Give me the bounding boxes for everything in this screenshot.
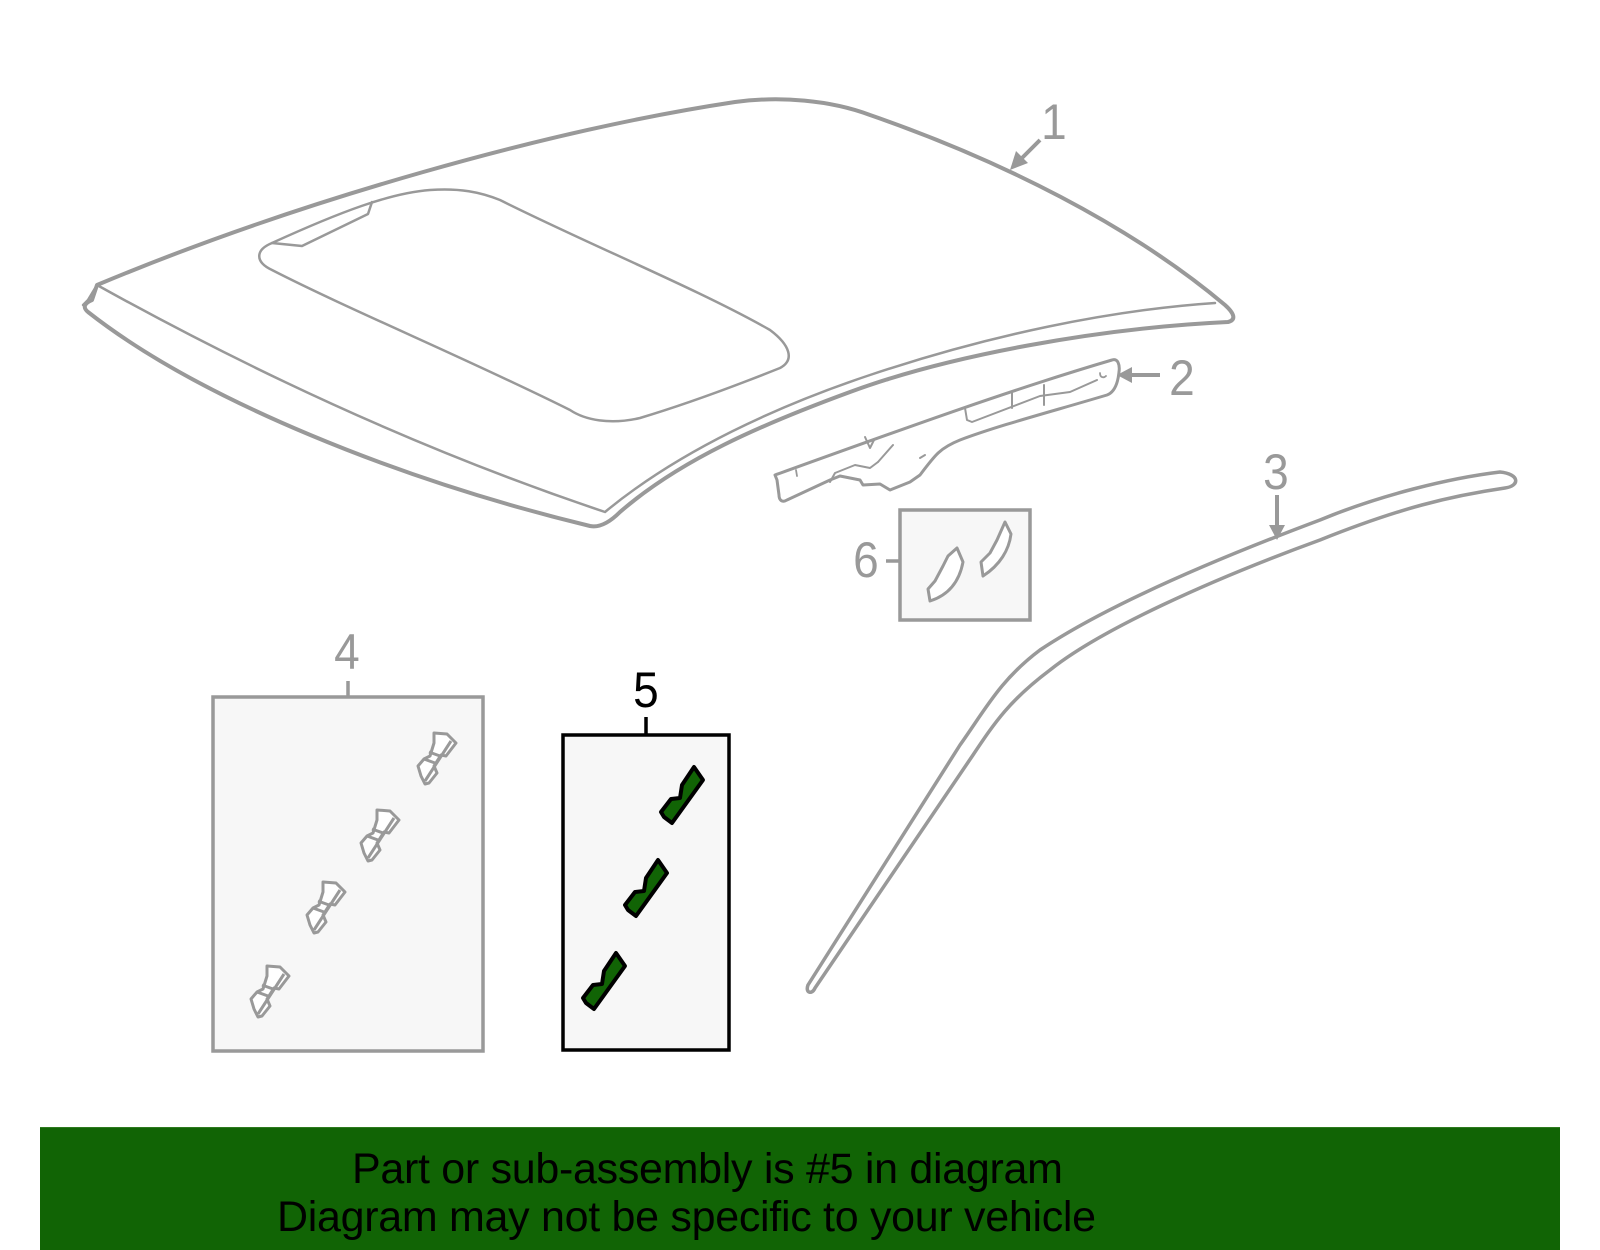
callout-label-2: 2 bbox=[1169, 350, 1195, 406]
callout-label-3: 3 bbox=[1263, 444, 1289, 500]
callout-1-leader bbox=[1010, 138, 1042, 170]
callout-label-6: 6 bbox=[853, 532, 879, 588]
info-banner: Part or sub-assembly is #5 in diagram Di… bbox=[40, 1127, 1560, 1250]
banner-selected-part-text: Part or sub-assembly is #5 in diagram bbox=[352, 1145, 1063, 1193]
clip-set-box-selected[interactable] bbox=[561, 717, 731, 1052]
roof-molding[interactable] bbox=[805, 470, 1518, 994]
callout-label-5: 5 bbox=[633, 662, 659, 718]
clip-set-box[interactable] bbox=[211, 681, 485, 1053]
banner-disclaimer-text: Diagram may not be specific to your vehi… bbox=[277, 1193, 1096, 1241]
callout-label-1: 1 bbox=[1041, 94, 1067, 150]
callout-label-4: 4 bbox=[334, 624, 360, 680]
callout-3-leader bbox=[1269, 495, 1285, 540]
callout-2-leader bbox=[1117, 367, 1160, 383]
roof-rail-bracket[interactable] bbox=[773, 358, 1121, 503]
small-clip-box[interactable] bbox=[886, 508, 1032, 622]
roof-panel[interactable] bbox=[81, 97, 1236, 529]
